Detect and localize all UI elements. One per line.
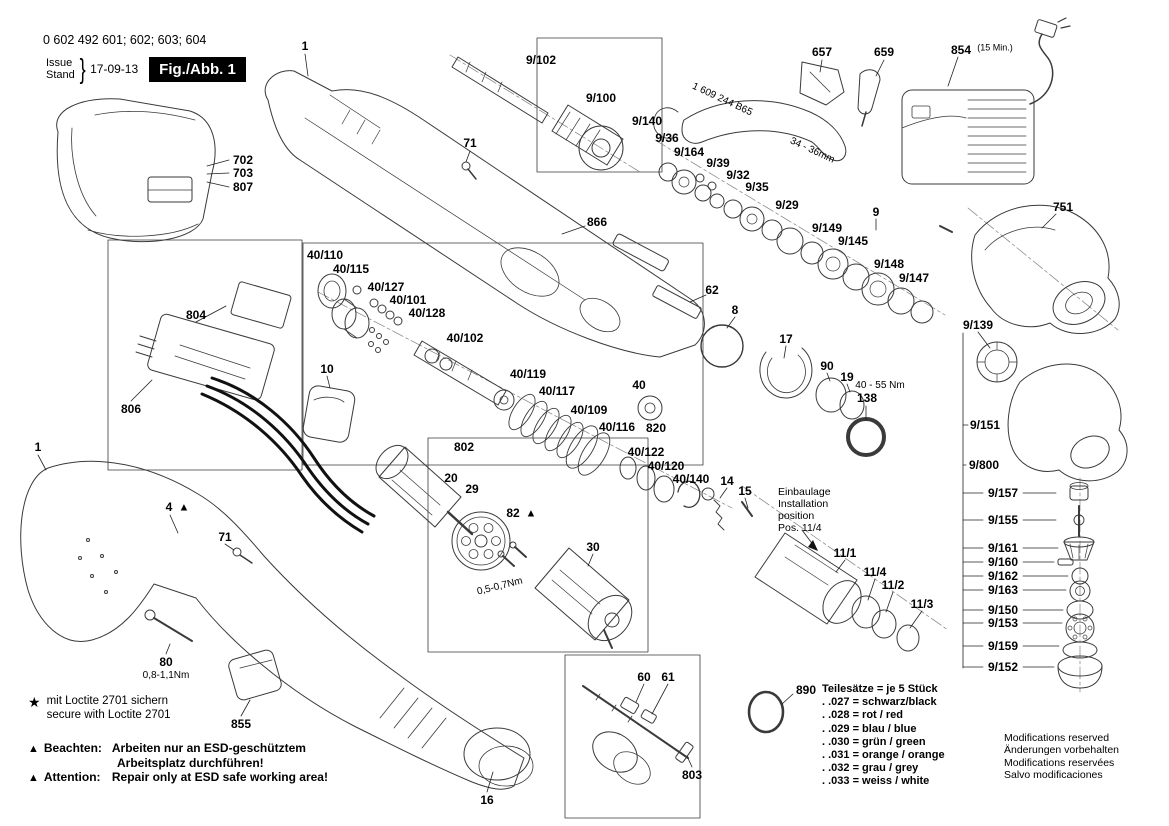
o-ring-890-drawing — [747, 690, 785, 734]
legend-entry: . .031 = orange / orange — [822, 749, 945, 762]
legend-entry: . .028 = rot / red — [822, 709, 904, 722]
modifications-line: Modifications reserved — [1004, 732, 1110, 744]
esd-note: ▲ Beachten: Arbeiten nur an ESD-geschützte… — [28, 741, 328, 785]
issue-date: 17-09-13 — [90, 62, 139, 76]
spindle-assembly-drawing — [451, 56, 624, 171]
accessories-drawing — [653, 17, 1071, 185]
installation-note-line: Einbaulage — [778, 486, 831, 498]
legend-entry: . .032 = grau / grey — [822, 762, 919, 775]
legend-title: Teilesätze = je 5 Stück — [822, 683, 938, 695]
clutch-assembly-drawing — [701, 487, 920, 652]
legend-entry: . .033 = weiss / white — [822, 775, 930, 788]
tool-silhouette-drawing — [20, 161, 534, 790]
modifications-line: Änderungen vorbehalten — [1004, 744, 1120, 757]
bottom-assembly-drawing — [582, 685, 694, 785]
esd-note-de: ▲ Beachten: Arbeiten nur an ESD-geschützte… — [28, 741, 328, 756]
housing-drawing — [264, 70, 705, 358]
gear-train-drawing — [658, 162, 934, 324]
stand-label: Stand — [46, 69, 75, 81]
star-icon: ★ — [28, 694, 41, 710]
legend-entry: . .027 = schwarz/black — [822, 696, 937, 709]
battery-pack-drawing — [56, 98, 216, 243]
loctite-note: ★ mit Loctite 2701 sichern secure with L… — [28, 695, 171, 722]
color-legend: Teilesätze = je 5 Stück . .027 = schwarz… — [822, 683, 945, 789]
issue-label: Issue — [46, 57, 73, 69]
esd-note-en: ▲ Attention: Repair only at ESD safe worki… — [28, 770, 328, 785]
drive-train-drawing — [317, 273, 701, 508]
issue-stand-block: Issue Stand } 17-09-13 Fig./Abb. 1 — [46, 53, 246, 85]
leader-lines — [37, 53, 1069, 793]
right-parts-column-drawing — [1057, 482, 1103, 689]
header-part-number: 0 602 492 601; 602; 603; 604 — [43, 33, 207, 47]
warning-triangle-icon: ▲ — [28, 772, 39, 784]
angle-head-lower-drawing — [976, 341, 1128, 482]
legend-entry: . .030 = grün / green — [822, 735, 926, 748]
esd-en-label: Attention: — [43, 770, 101, 784]
legend-entry: . .029 = blau / blue — [822, 722, 917, 735]
cable-drawing — [200, 376, 376, 534]
switch-module-drawing — [135, 281, 292, 401]
figure-label: Fig./Abb. 1 — [149, 56, 246, 82]
brace-glyph: } — [79, 53, 86, 84]
loctite-note-line: secure with Loctite 2701 — [46, 708, 171, 721]
modifications-line: Modifications reservées — [1004, 756, 1115, 769]
loctite-note-line: mit Loctite 2701 sichern — [46, 695, 169, 707]
modifications-note: Modifications reserved Änderungen vorbeh… — [1004, 732, 1119, 782]
esd-en-text: Repair only at ESD safe working area! — [111, 770, 328, 784]
installation-note: Einbaulage Installation position Pos. 11… — [778, 486, 831, 534]
motor-drawing — [375, 444, 633, 649]
center-axes — [317, 54, 1119, 693]
modifications-line: Salvo modificaciones — [1004, 769, 1103, 782]
installation-note-line: position — [778, 510, 815, 522]
trigger-drawing — [228, 385, 356, 701]
esd-de-label: Beachten: — [43, 741, 102, 755]
esd-de-text-line2: Arbeitsplatz durchführen! — [117, 756, 264, 770]
esd-de-text: Arbeiten nur an ESD-geschütztem — [111, 741, 306, 755]
mid-rings-drawing — [700, 324, 886, 457]
installation-note-line: Installation — [778, 498, 829, 510]
angle-head-drawing — [939, 204, 1120, 335]
installation-note-line: Pos. 11/4 — [778, 522, 822, 534]
region-boxes — [107, 37, 704, 819]
warning-triangle-icon: ▲ — [28, 743, 39, 755]
